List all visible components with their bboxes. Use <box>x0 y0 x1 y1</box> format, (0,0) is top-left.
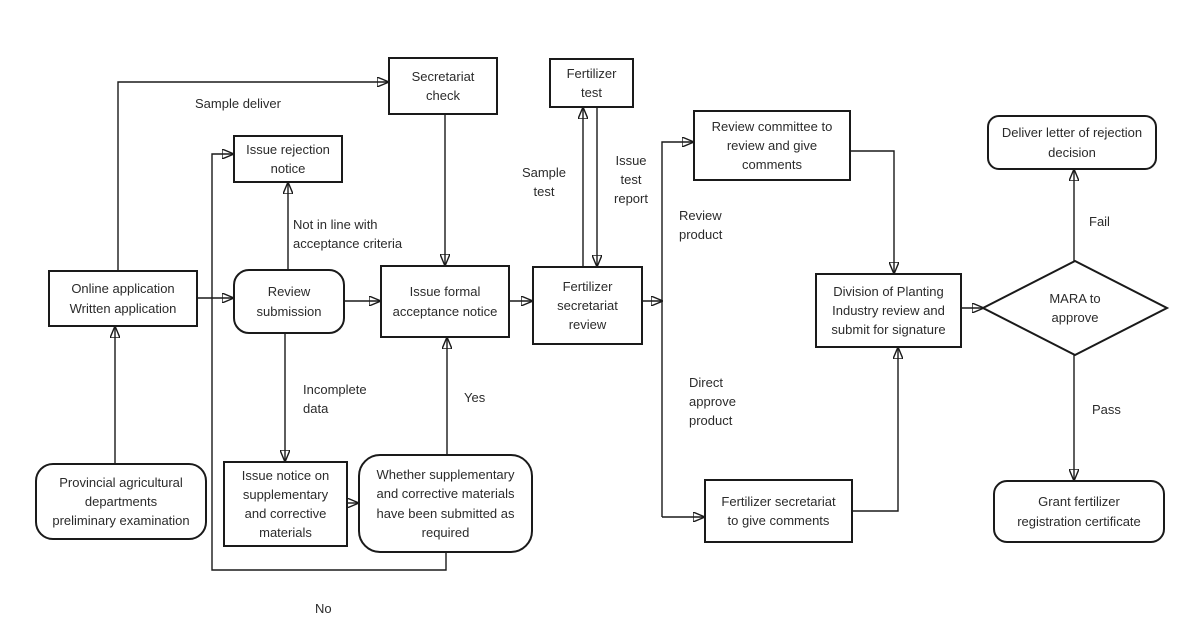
label-incomplete-data: Incomplete data <box>303 382 367 416</box>
node-division-planting: Division of Planting Industry review and… <box>815 273 962 348</box>
node-review-submission: Review submission <box>233 269 345 334</box>
node-grant-certificate: Grant fertilizer registration certificat… <box>993 480 1165 543</box>
mara-decision-shape <box>980 259 1170 357</box>
node-issue-notice-supplementary: Issue notice on supplementary and correc… <box>223 461 348 547</box>
label-sample-test: Sample test <box>521 165 567 199</box>
label-yes: Yes <box>464 390 486 405</box>
label-sample-deliver: Sample deliver <box>195 96 281 111</box>
node-fertilizer-secretariat-review: Fertilizer secretariat review <box>532 266 643 345</box>
label-review-product: Review product <box>679 208 723 242</box>
node-mara-decision-label: MARA to approve <box>1049 290 1101 325</box>
node-fertilizer-secretariat-comments: Fertilizer secretariat to give comments <box>704 479 853 543</box>
label-issue-test-report: Issue test report <box>614 153 648 206</box>
label-direct-approve-product: Direct approve product <box>689 375 736 428</box>
node-whether-supplementary: Whether supplementary and corrective mat… <box>358 454 533 553</box>
edge-branch-to-committee <box>661 142 693 517</box>
node-deliver-rejection-letter: Deliver letter of rejection decision <box>987 115 1157 170</box>
edge-comments-to-division <box>853 348 898 512</box>
node-issue-rejection-notice: Issue rejection notice <box>233 135 343 183</box>
label-pass: Pass <box>1092 402 1121 417</box>
node-online-application: Online application Written application <box>48 270 198 327</box>
node-provincial-examination: Provincial agricultural departments prel… <box>35 463 207 540</box>
node-fertilizer-test: Fertilizer test <box>549 58 634 108</box>
edge-sample-deliver <box>117 82 388 270</box>
label-no: No <box>315 601 332 616</box>
edge-whether-no-to-rejection <box>211 154 447 571</box>
label-fail: Fail <box>1089 214 1110 229</box>
node-secretariat-check: Secretariat check <box>388 57 498 115</box>
node-review-committee: Review committee to review and give comm… <box>693 110 851 181</box>
node-issue-formal-acceptance: Issue formal acceptance notice <box>380 265 510 338</box>
edge-committee-to-division <box>851 150 894 273</box>
label-not-in-line: Not in line with acceptance criteria <box>293 217 403 251</box>
